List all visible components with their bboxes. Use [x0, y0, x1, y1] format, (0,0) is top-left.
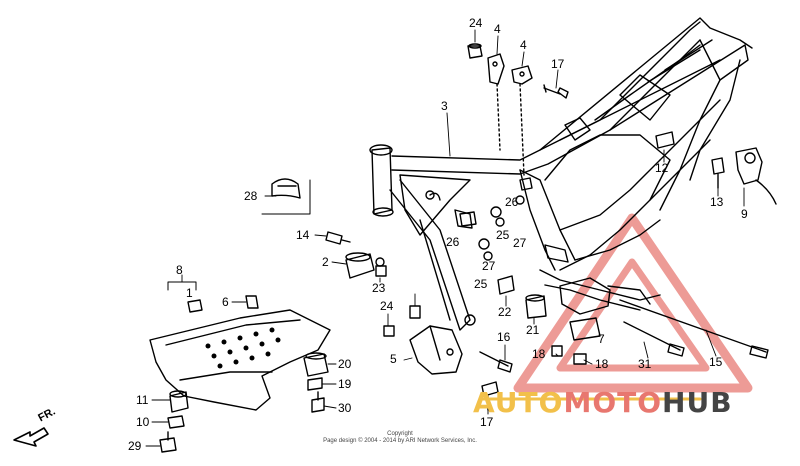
callout-30: 30 — [338, 401, 352, 415]
callout-4-right: 4 — [520, 38, 527, 52]
callout-8: 8 — [176, 263, 183, 277]
callout-24-low1: 24 — [380, 299, 394, 313]
copyright-line-1: Copyright — [387, 431, 413, 437]
callout-6: 6 — [222, 295, 229, 309]
nut-24-low1 — [383, 325, 395, 337]
callout-9: 9 — [741, 207, 748, 221]
engine-hanger-7 — [559, 277, 651, 341]
nut-24-top — [467, 43, 483, 59]
callout-23: 23 — [372, 281, 386, 295]
callout-11: 11 — [136, 393, 149, 407]
callout-18b: 18 — [595, 357, 609, 371]
callout-5: 5 — [390, 352, 397, 366]
nut-24-low2 — [409, 305, 421, 319]
callout-3: 3 — [441, 99, 448, 113]
damper-20 — [303, 352, 329, 377]
callout-26a: 26 — [505, 195, 519, 209]
bracket-5 — [409, 325, 463, 375]
washer-19 — [307, 377, 323, 391]
bolt-13 — [711, 157, 725, 189]
watermark-triangle — [513, 213, 753, 393]
clamp-28 — [261, 178, 311, 215]
damper-11 — [169, 390, 189, 413]
nut-18a — [551, 345, 563, 357]
callout-18a: 18 — [532, 347, 546, 361]
callout-22: 22 — [498, 305, 512, 319]
collar-6 — [245, 295, 259, 309]
nut-23 — [375, 265, 387, 277]
bolt-30 — [311, 391, 325, 413]
callout-16: 16 — [497, 330, 511, 344]
washer-10 — [167, 415, 185, 429]
callout-17-top: 17 — [551, 57, 565, 71]
bolt-16 — [479, 351, 513, 373]
watermark-auto: AUTO — [473, 386, 564, 419]
callout-31: 31 — [638, 357, 652, 371]
callout-25b: 25 — [474, 277, 488, 291]
callout-13: 13 — [710, 195, 724, 209]
copyright-notice: Copyright Page design © 2004 - 2014 by A… — [300, 431, 500, 445]
collar-22 — [497, 275, 515, 295]
callout-25a: 25 — [496, 228, 510, 242]
callout-27a: 27 — [513, 236, 527, 250]
bolt-17-top — [543, 84, 569, 99]
leader-lines — [145, 29, 745, 447]
bolt-14 — [325, 231, 351, 245]
copyright-line-2: Page design © 2004 - 2014 by ARI Network… — [323, 438, 477, 444]
callout-4-left: 4 — [494, 22, 501, 36]
callout-21: 21 — [526, 323, 540, 337]
callout-12: 12 — [655, 161, 669, 175]
bolt-31 — [623, 321, 685, 357]
watermark-hub: HUB — [662, 386, 733, 419]
bolt-15 — [619, 299, 769, 359]
switch-9 — [735, 147, 777, 205]
watermark-logo: AUTOMOTOHUB — [473, 386, 733, 419]
bolt-17-low — [481, 381, 499, 411]
front-arrow — [13, 427, 49, 447]
callout-26b: 26 — [446, 235, 460, 249]
rubber-set — [459, 195, 525, 261]
callout-10: 10 — [136, 415, 150, 429]
callout-19: 19 — [338, 377, 352, 391]
nut-18b — [573, 353, 587, 365]
collar-21 — [525, 294, 547, 319]
skid-plate — [149, 281, 331, 411]
callout-7: 7 — [598, 332, 605, 346]
bracket-4-right — [511, 65, 533, 176]
callout-29: 29 — [128, 439, 142, 453]
callout-28: 28 — [244, 189, 258, 203]
callout-1: 1 — [186, 286, 193, 300]
callout-27b: 27 — [482, 259, 496, 273]
callout-24-top: 24 — [469, 16, 483, 30]
bolt-29 — [159, 431, 177, 453]
callout-17-low: 17 — [480, 415, 494, 429]
callout-14: 14 — [296, 228, 310, 242]
label-12 — [655, 131, 675, 149]
bracket-4-left — [487, 53, 505, 151]
callout-20: 20 — [338, 357, 352, 371]
watermark-moto: MOTO — [563, 386, 663, 419]
callout-15: 15 — [709, 355, 723, 369]
callout-2: 2 — [322, 255, 329, 269]
